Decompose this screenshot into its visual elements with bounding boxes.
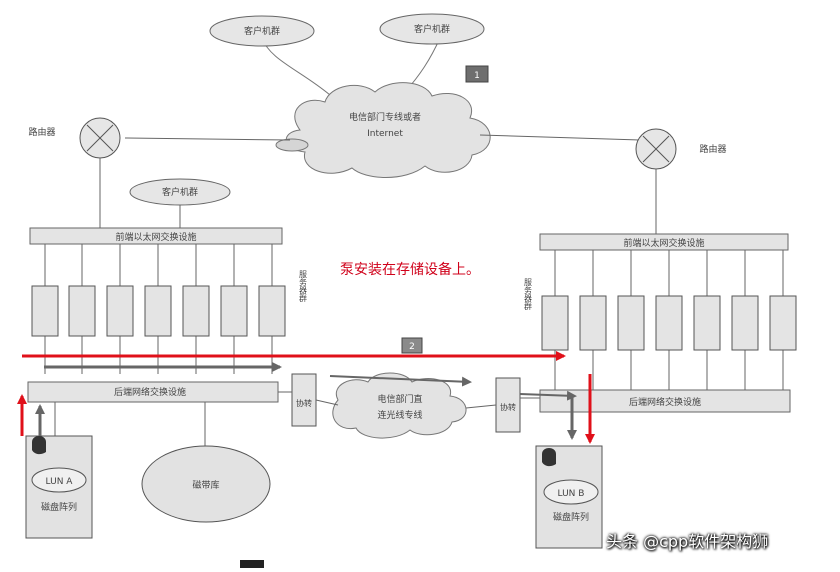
server-rack-right [541, 250, 797, 390]
client-group-top-right: 客户机群 [379, 13, 485, 45]
client-group-mid: 客户机群 [129, 178, 231, 206]
cloud-label-1: 电信部门直 [377, 393, 422, 405]
protocol-converter-left: 协转 [291, 373, 317, 427]
server [693, 295, 721, 351]
server [579, 295, 607, 351]
server-group-label: 服务器群 [299, 270, 308, 303]
lun-label: LUN B [558, 489, 585, 499]
gray-arrow [329, 375, 472, 387]
watermark: 头条 @cpp软件架构狮 [606, 532, 769, 551]
marker-label: 2 [409, 342, 415, 352]
front-switch-left: 前端以太网交换设施 [29, 227, 283, 245]
converter-label: 协转 [296, 398, 312, 408]
disk-array-right: LUN B 磁盘阵列 [535, 445, 603, 549]
bottom-fragment [240, 560, 264, 568]
server [769, 295, 797, 351]
client-group-label: 客户机群 [244, 25, 280, 37]
client-group-top-left: 客户机群 [209, 15, 315, 47]
cloud-internet: 电信部门专线或者 Internet [285, 82, 491, 178]
switch-label: 后端网络交换设施 [629, 396, 701, 408]
server [68, 285, 96, 337]
protocol-converter-right: 协转 [495, 377, 521, 433]
switch-label: 前端以太网交换设施 [623, 237, 704, 249]
disk-array-label: 磁盘阵列 [553, 511, 589, 523]
back-switch-right: 后端网络交换设施 [539, 389, 791, 413]
server [617, 295, 645, 351]
marker-label: 1 [474, 71, 480, 81]
switch-label: 后端网络交换设施 [114, 386, 186, 398]
router-left: 路由器 [28, 117, 121, 159]
tape-library: 磁带库 [141, 445, 271, 523]
front-switch-right: 前端以太网交换设施 [539, 233, 789, 251]
disk-array-label: 磁盘阵列 [41, 501, 77, 513]
switch-label: 前端以太网交换设施 [115, 231, 196, 243]
disk-array-left: LUN A 磁盘阵列 [25, 435, 93, 539]
server [731, 295, 759, 351]
server [541, 295, 569, 351]
server [220, 285, 248, 337]
lun-label: LUN A [46, 477, 74, 487]
tape-label: 磁带库 [192, 479, 219, 491]
cloud-label-2: Internet [367, 129, 403, 139]
cloud-label-1: 电信部门专线或者 [349, 111, 421, 123]
back-switch-left: 后端网络交换设施 [27, 381, 279, 403]
router-label: 路由器 [28, 126, 55, 138]
server [182, 285, 210, 337]
client-group-label: 客户机群 [414, 23, 450, 35]
converter-label: 协转 [500, 402, 516, 412]
router-label: 路由器 [699, 143, 726, 155]
cloud-fiber: 电信部门直 连光线专线 [332, 372, 467, 439]
router-right: 路由器 [635, 128, 727, 170]
cloud-label-2: 连光线专线 [377, 409, 422, 421]
server [106, 285, 134, 337]
server [258, 285, 286, 337]
client-group-label: 客户机群 [162, 186, 198, 198]
small-cloud [275, 138, 309, 152]
server [31, 285, 59, 337]
marker-2: 2 [401, 337, 423, 354]
server-group-label: 服务器群 [524, 278, 533, 311]
server [144, 285, 172, 337]
annotation-note: 泵安装在存储设备上。 [340, 262, 480, 278]
marker-1: 1 [465, 65, 489, 83]
server-rack-left [31, 244, 286, 374]
gray-arrow [519, 390, 577, 401]
server [655, 295, 683, 351]
